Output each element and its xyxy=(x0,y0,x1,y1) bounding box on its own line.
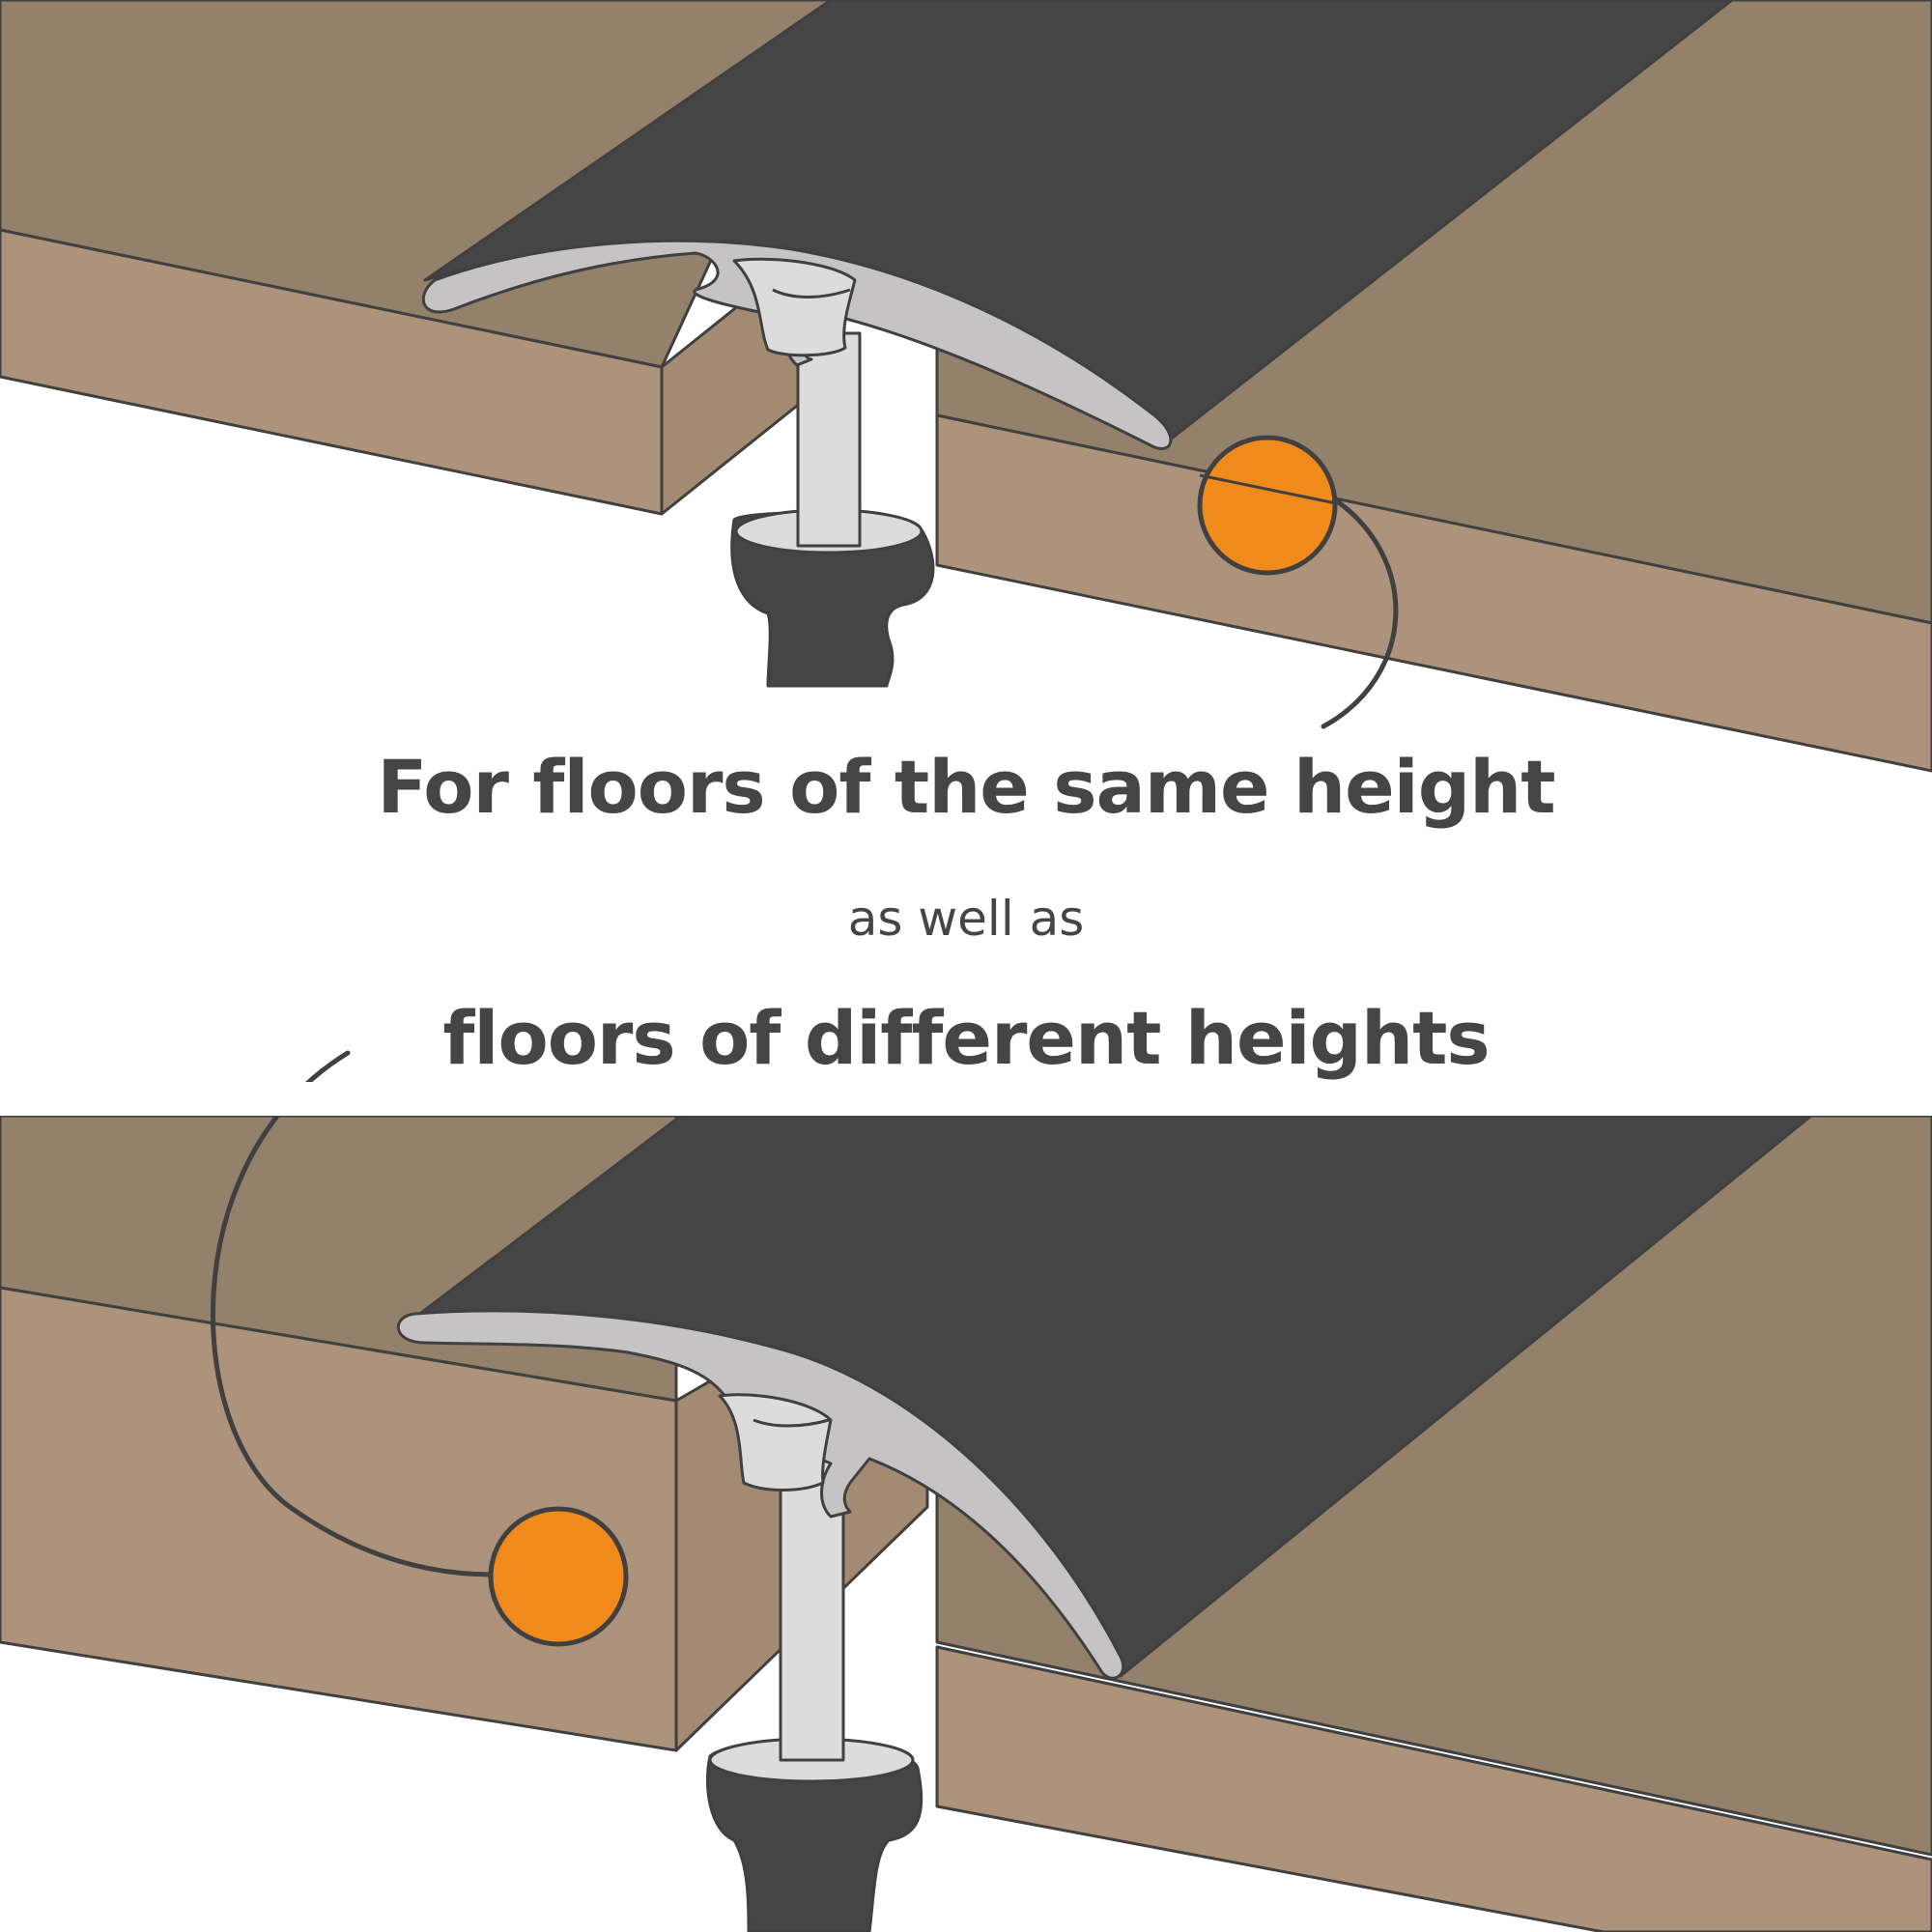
heading-different-heights: floors of different heights xyxy=(442,995,1490,1081)
screw-anchor-icon xyxy=(730,331,935,688)
screw-anchor-icon xyxy=(705,1457,923,1932)
scene-different-heights xyxy=(0,1050,1932,1932)
transition-profile-icon xyxy=(421,0,1734,450)
heading-same-height: For floors of the same height xyxy=(377,744,1555,830)
left-floor-board xyxy=(0,0,833,516)
transition-profile-icon xyxy=(397,1114,1813,1680)
highlight-dot-icon xyxy=(210,1050,629,1647)
highlight-dot-icon xyxy=(1197,435,1399,729)
connector-text: as well as xyxy=(847,891,1085,947)
caption-gap xyxy=(0,1082,1932,1116)
scene-same-height xyxy=(0,0,1932,773)
